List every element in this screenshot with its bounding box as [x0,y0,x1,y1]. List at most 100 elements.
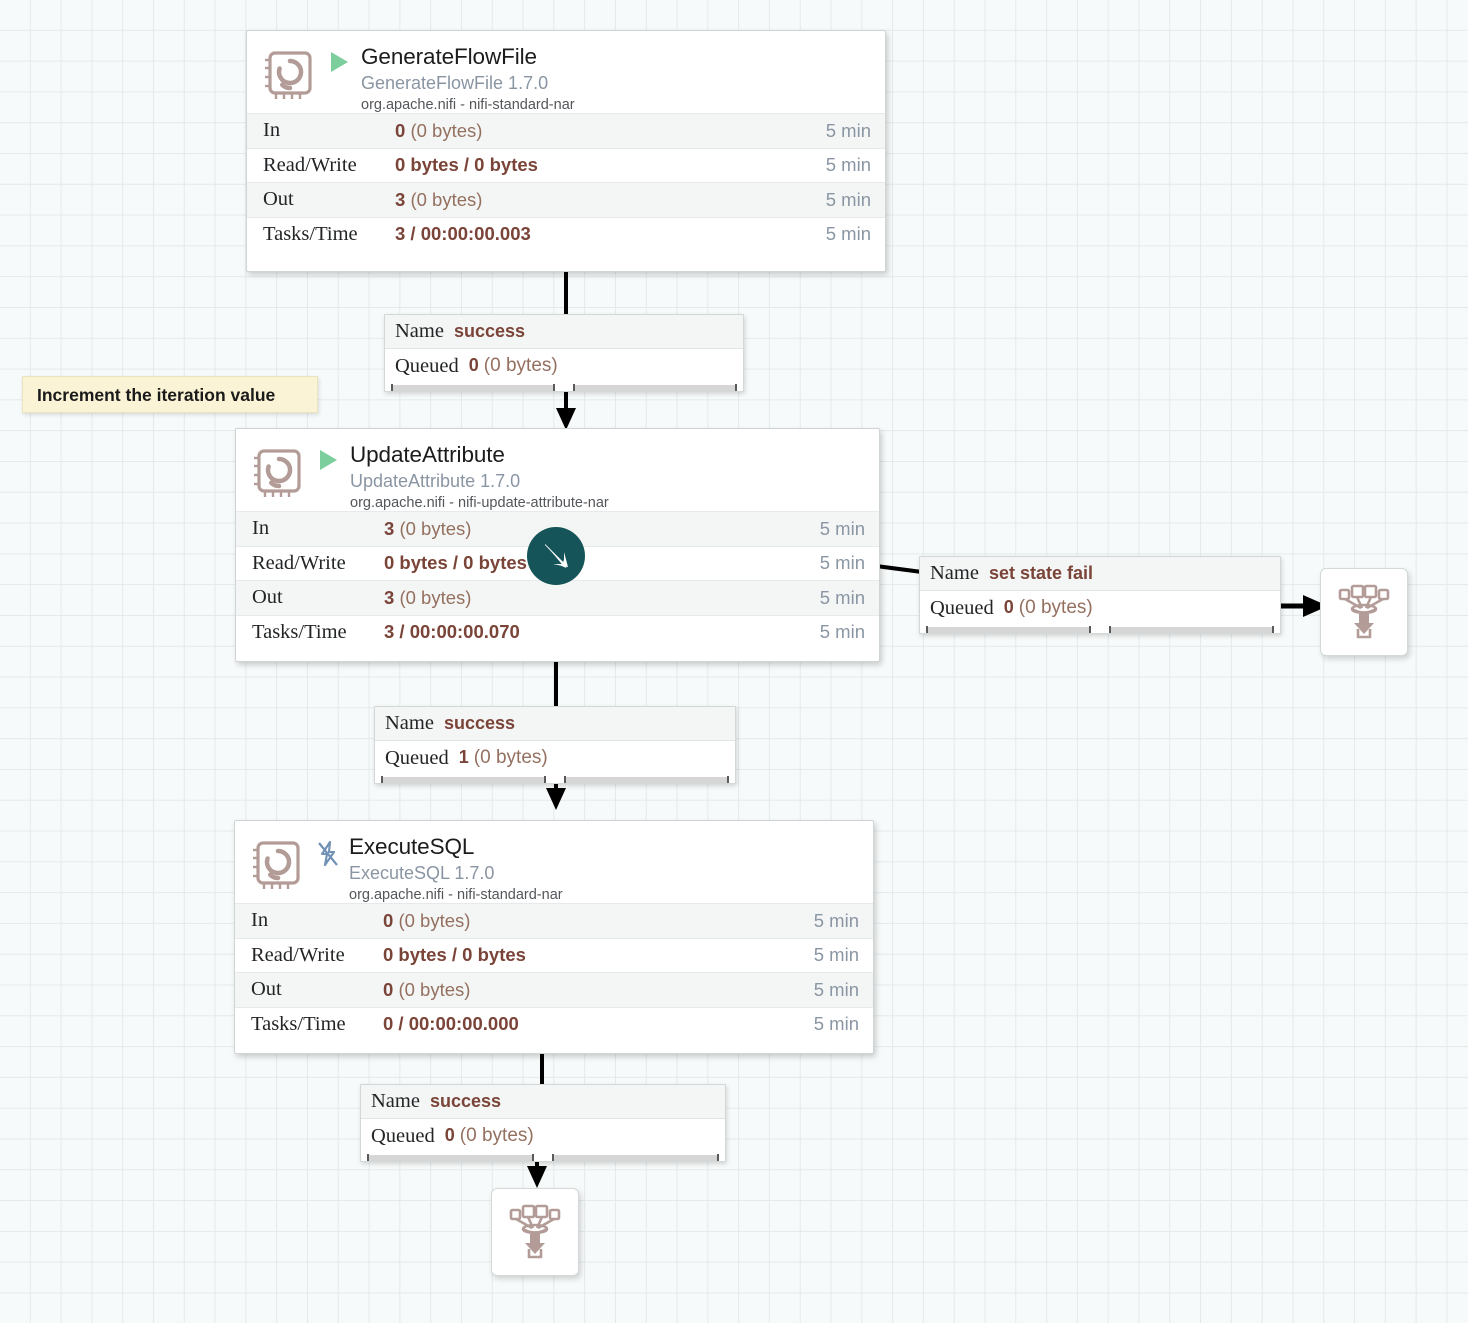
run-triangle-icon[interactable] [329,51,349,78]
stat-in-value: 0 [383,909,394,931]
stat-out-bytes: (0 bytes) [410,188,483,210]
stat-tasks-time-value: 3 / 00:00:00.070 [384,621,520,643]
stat-in-bytes: (0 bytes) [410,119,483,141]
connection-progress-bars [375,775,735,783]
processor-chip-icon [261,46,319,109]
stat-out-value: 0 [383,978,394,1000]
stat-out-time: 5 min [825,188,871,210]
connection-name-label: Name [930,562,979,584]
stat-label-tasks-time: Tasks/Time [263,222,358,245]
stat-read-write-time: 5 min [819,552,865,574]
processor-name: UpdateAttribute [350,442,505,467]
stat-out-bytes: (0 bytes) [399,586,472,608]
stat-label-read-write: Read/Write [251,943,345,966]
connection-queued-bytes: (0 bytes) [483,355,558,376]
stat-row-tasks-time: Tasks/Time 3 / 00:00:00.070 5 min [236,614,879,649]
processor-chip-icon [249,836,307,899]
processor-header: ExecuteSQL ExecuteSQL 1.7.0 org.apache.n… [235,821,873,903]
stat-label-out: Out [263,188,294,211]
stat-label-tasks-time: Tasks/Time [251,1012,346,1035]
stat-label-read-write: Read/Write [263,153,357,176]
connection-ua-to-sql[interactable]: Name success Queued 1 (0 bytes) [374,706,736,784]
run-triangle-icon[interactable] [318,449,338,476]
stat-in-time: 5 min [819,517,865,539]
connection-queued-count: 0 [468,355,479,375]
connection-name-row: Name success [385,315,743,349]
connection-progress-bars [361,1153,725,1161]
connection-queued-count: 0 [1003,597,1014,617]
stat-read-write-time: 5 min [813,944,859,966]
funnel-bottom[interactable] [491,1188,579,1276]
stat-label-out: Out [252,586,283,609]
processor-generateflowfile[interactable]: GenerateFlowFile GenerateFlowFile 1.7.0 … [246,30,886,272]
connection-queued-bytes: (0 bytes) [459,1125,534,1146]
stat-read-write-value: 0 bytes / 0 bytes [395,154,538,176]
funnel-icon [1338,584,1390,639]
stat-out-time: 5 min [813,978,859,1000]
connection-queued-count: 1 [458,747,469,767]
connection-queued-label: Queued [385,746,449,769]
connection-progress-bars [385,383,743,391]
connection-queued-label: Queued [395,354,459,377]
connection-queued-row: Queued 0 (0 bytes) [361,1119,725,1153]
stat-row-out: Out 0 (0 bytes) 5 min [235,972,873,1007]
stat-row-out: Out 3 (0 bytes) 5 min [247,182,885,217]
connection-name-value: success [453,321,526,341]
stat-row-out: Out 3 (0 bytes) 5 min [236,580,879,615]
connection-name-value: set state fail [988,563,1093,583]
stat-read-write-value: 0 bytes / 0 bytes [384,552,527,574]
processor-header: UpdateAttribute UpdateAttribute 1.7.0 or… [236,429,879,511]
stat-row-read-write: Read/Write 0 bytes / 0 bytes 5 min [247,147,885,182]
mouse-cursor-marker [527,527,585,585]
stat-read-write-time: 5 min [825,154,871,176]
stat-tasks-time-time: 5 min [813,1013,859,1035]
connection-queued-count: 0 [444,1125,455,1145]
stat-label-read-write: Read/Write [252,551,346,574]
stat-tasks-time-value: 3 / 00:00:00.003 [395,223,531,245]
processor-bundle: org.apache.nifi - nifi-standard-nar [361,96,575,113]
stat-row-read-write: Read/Write 0 bytes / 0 bytes 5 min [235,937,873,972]
connection-queued-row: Queued 0 (0 bytes) [385,349,743,383]
processor-executesql[interactable]: ExecuteSQL ExecuteSQL 1.7.0 org.apache.n… [234,820,874,1054]
funnel-right[interactable] [1320,568,1408,656]
connection-name-value: success [429,1091,502,1111]
mouse-pointer-arrow-icon [544,543,568,568]
stat-row-in: In 0 (0 bytes) 5 min [235,903,873,938]
stat-tasks-time-value: 0 / 00:00:00.000 [383,1013,519,1035]
processor-type-version: UpdateAttribute 1.7.0 [350,471,521,492]
stat-in-time: 5 min [825,119,871,141]
processor-type-version: GenerateFlowFile 1.7.0 [361,73,549,94]
processor-bundle: org.apache.nifi - nifi-standard-nar [349,886,563,903]
stat-label-tasks-time: Tasks/Time [252,620,347,643]
processor-header: GenerateFlowFile GenerateFlowFile 1.7.0 … [247,31,885,113]
processor-name: ExecuteSQL [349,834,475,859]
connection-name-label: Name [371,1090,420,1112]
stat-label-in: In [263,119,281,142]
connection-name-row: Name success [361,1085,725,1119]
connection-ua-to-funnel[interactable]: Name set state fail Queued 0 (0 bytes) [919,556,1281,634]
stat-row-tasks-time: Tasks/Time 0 / 00:00:00.000 5 min [235,1006,873,1041]
stat-in-bytes: (0 bytes) [398,909,471,931]
stat-out-value: 3 [384,586,395,608]
stat-tasks-time-time: 5 min [825,223,871,245]
comment-tooltip: Increment the iteration value [22,376,318,413]
connection-queued-bytes: (0 bytes) [473,747,548,768]
disabled-bolt-icon[interactable] [317,840,338,872]
processor-name: GenerateFlowFile [361,44,537,69]
stat-in-value: 3 [384,517,395,539]
connection-name-label: Name [385,712,434,734]
stat-out-time: 5 min [819,586,865,608]
connection-name-label: Name [395,320,444,342]
connection-queued-bytes: (0 bytes) [1018,597,1093,618]
connection-name-value: success [443,713,516,733]
stat-read-write-value: 0 bytes / 0 bytes [383,944,526,966]
stat-label-in: In [252,517,270,540]
connection-gff-to-ua[interactable]: Name success Queued 0 (0 bytes) [384,314,744,392]
stat-in-value: 0 [395,119,406,141]
processor-type-version: ExecuteSQL 1.7.0 [349,863,495,884]
connection-sql-to-funnel[interactable]: Name success Queued 0 (0 bytes) [360,1084,726,1162]
stat-in-time: 5 min [813,909,859,931]
stat-row-in: In 0 (0 bytes) 5 min [247,113,885,148]
connection-progress-bars [920,625,1280,633]
